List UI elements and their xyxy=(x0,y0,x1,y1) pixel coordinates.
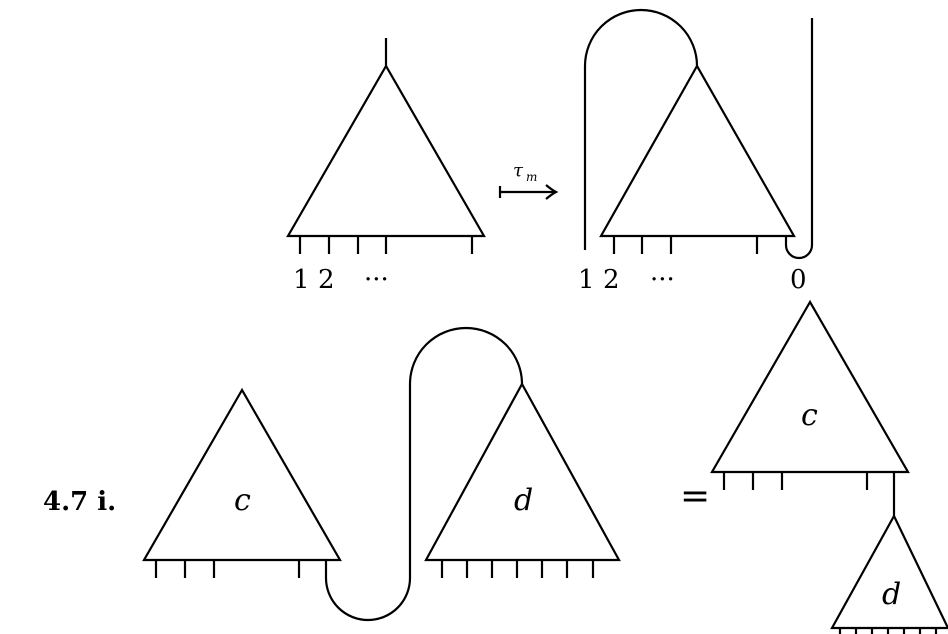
rhs-tree-c: c xyxy=(710,299,910,516)
tree-d-leaf-ticks xyxy=(838,628,938,634)
equation-label: 4.7 i. xyxy=(43,487,116,517)
tree-d-triangle xyxy=(424,381,621,562)
leaf-label-ellipsis: ··· xyxy=(364,265,389,295)
arrow-head xyxy=(545,184,559,200)
arrow-label-tau: τ xyxy=(513,160,524,181)
tree-c-leaf-ticks xyxy=(154,560,301,578)
tree-c-leaf-ticks xyxy=(722,472,869,490)
leaf-label-1: 1 xyxy=(578,265,595,295)
lhs-tree-c: c xyxy=(142,387,342,578)
leaf-ticks xyxy=(298,236,474,254)
top-left-tree: 1 2 ··· xyxy=(286,38,486,295)
arrow-label-subscript: m xyxy=(526,170,537,184)
tree-d-leaf-ticks xyxy=(440,560,595,578)
leaf-label-2: 2 xyxy=(318,265,335,295)
rhs-tree-d: d xyxy=(830,513,948,634)
leaf-label-ellipsis: ··· xyxy=(650,265,675,295)
tree-c-triangle xyxy=(142,387,342,562)
leaf-label-1: 1 xyxy=(293,265,310,295)
tree-c-triangle xyxy=(710,299,910,474)
tree-triangle xyxy=(599,63,796,238)
right-u-strand xyxy=(784,18,814,260)
left-loop-strand xyxy=(583,8,699,250)
tree-d-triangle xyxy=(830,513,948,630)
top-right-tree: 1 2 ··· 0 xyxy=(578,8,814,295)
tree-triangle xyxy=(286,63,486,238)
connecting-strand xyxy=(324,326,524,622)
lhs-tree-d: d xyxy=(424,381,621,578)
equals-sign: = xyxy=(680,476,710,517)
tree-c-label: c xyxy=(234,483,251,518)
tree-d-label: d xyxy=(882,577,901,612)
tree-d-label: d xyxy=(514,483,533,518)
tree-c-label: c xyxy=(801,398,818,433)
tau-mapsto-arrow: τ m xyxy=(498,160,559,200)
leaf-ticks xyxy=(612,236,759,254)
leaf-label-2: 2 xyxy=(603,265,620,295)
leaf-label-0: 0 xyxy=(790,265,807,295)
